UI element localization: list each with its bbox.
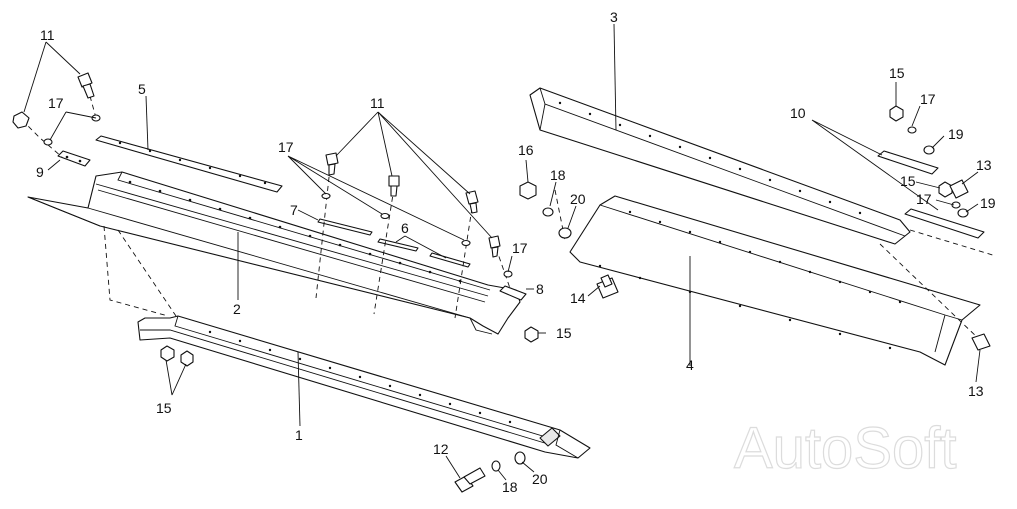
callout-2: 2 xyxy=(233,301,241,317)
bolt-14-icon xyxy=(596,274,619,299)
callout-17: 17 xyxy=(48,95,64,111)
bolt-11-icon xyxy=(77,72,95,99)
callout-15: 15 xyxy=(556,325,572,341)
part-10-strips xyxy=(877,150,985,239)
callout-13: 13 xyxy=(976,157,992,173)
part-5-flat-strip xyxy=(95,135,283,193)
part-2-hole-row xyxy=(128,180,462,283)
bolt-11-left-icon xyxy=(12,111,30,129)
callout-5: 5 xyxy=(138,81,146,97)
callout-19: 19 xyxy=(948,126,964,142)
nut-icons xyxy=(160,105,953,367)
callout-11: 11 xyxy=(40,27,55,43)
washer-icons xyxy=(43,114,969,472)
callout-1: 1 xyxy=(295,427,303,443)
part-6-7-thin-strips xyxy=(317,218,471,268)
callout-13: 13 xyxy=(968,383,984,399)
bolt-13-icons xyxy=(949,179,991,351)
callout-11: 11 xyxy=(370,95,385,111)
callout-20: 20 xyxy=(532,471,548,487)
callout-15: 15 xyxy=(156,400,172,416)
callout-6: 6 xyxy=(401,220,409,236)
callout-15: 15 xyxy=(889,65,905,81)
callout-19: 19 xyxy=(980,195,996,211)
callout-labels: 11 17 9 5 2 1 15 11 17 7 6 17 8 15 12 18… xyxy=(36,9,996,495)
callout-17: 17 xyxy=(916,191,932,207)
callout-8: 8 xyxy=(536,281,544,297)
part-1-bottom-channel xyxy=(137,315,591,459)
callout-15: 15 xyxy=(900,173,916,189)
callout-17: 17 xyxy=(920,91,936,107)
part-9-small-plate xyxy=(57,150,91,167)
callout-17: 17 xyxy=(512,240,528,256)
part-4-hole-row xyxy=(598,210,902,350)
callout-17: 17 xyxy=(278,139,294,155)
callout-3: 3 xyxy=(610,9,618,25)
callout-20: 20 xyxy=(570,191,586,207)
assembly-lines xyxy=(21,95,997,341)
part-4-angle-channel xyxy=(569,195,981,366)
callout-16: 16 xyxy=(518,142,534,158)
plate-8-icon xyxy=(499,285,527,301)
part-2-skirt-panel xyxy=(27,171,521,335)
callout-9: 9 xyxy=(36,164,44,180)
leader-lines xyxy=(23,23,981,481)
bolt-12-icon xyxy=(454,467,486,493)
part-1-hole-row xyxy=(208,330,512,424)
callout-14: 14 xyxy=(570,290,586,306)
callout-18: 18 xyxy=(502,479,518,495)
callout-10: 10 xyxy=(790,105,806,121)
part-3-angle-channel xyxy=(529,87,911,245)
watermark-logo: AutoSoft xyxy=(734,416,956,481)
callout-12: 12 xyxy=(433,441,449,457)
bolt-11-mid-icons xyxy=(325,152,501,258)
part-3-hole-row xyxy=(558,101,862,215)
callout-7: 7 xyxy=(290,202,298,218)
callout-4: 4 xyxy=(686,357,694,373)
callout-18: 18 xyxy=(550,167,566,183)
